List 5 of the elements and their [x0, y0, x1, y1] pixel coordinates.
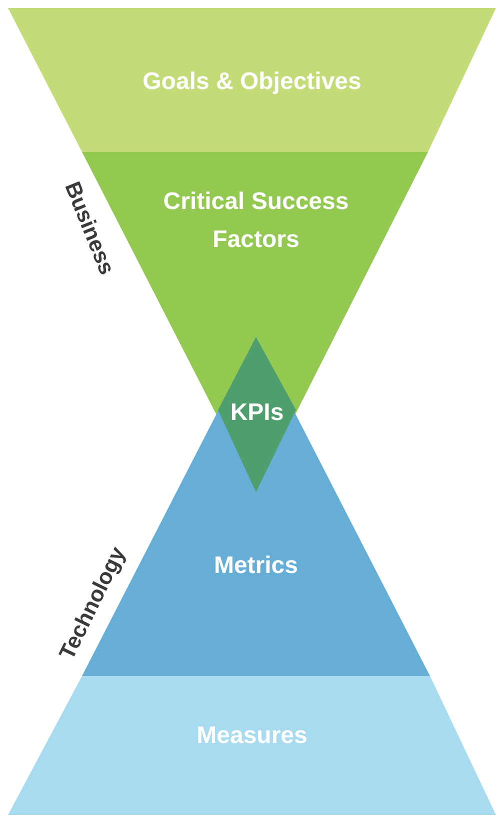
band-label: Metrics	[212, 551, 300, 581]
band-label: Measures	[196, 721, 308, 751]
band-label: Critical Success Factors	[162, 187, 350, 255]
band-label: Goals & Objectives	[142, 67, 362, 97]
band-label: KPIs	[229, 398, 285, 428]
